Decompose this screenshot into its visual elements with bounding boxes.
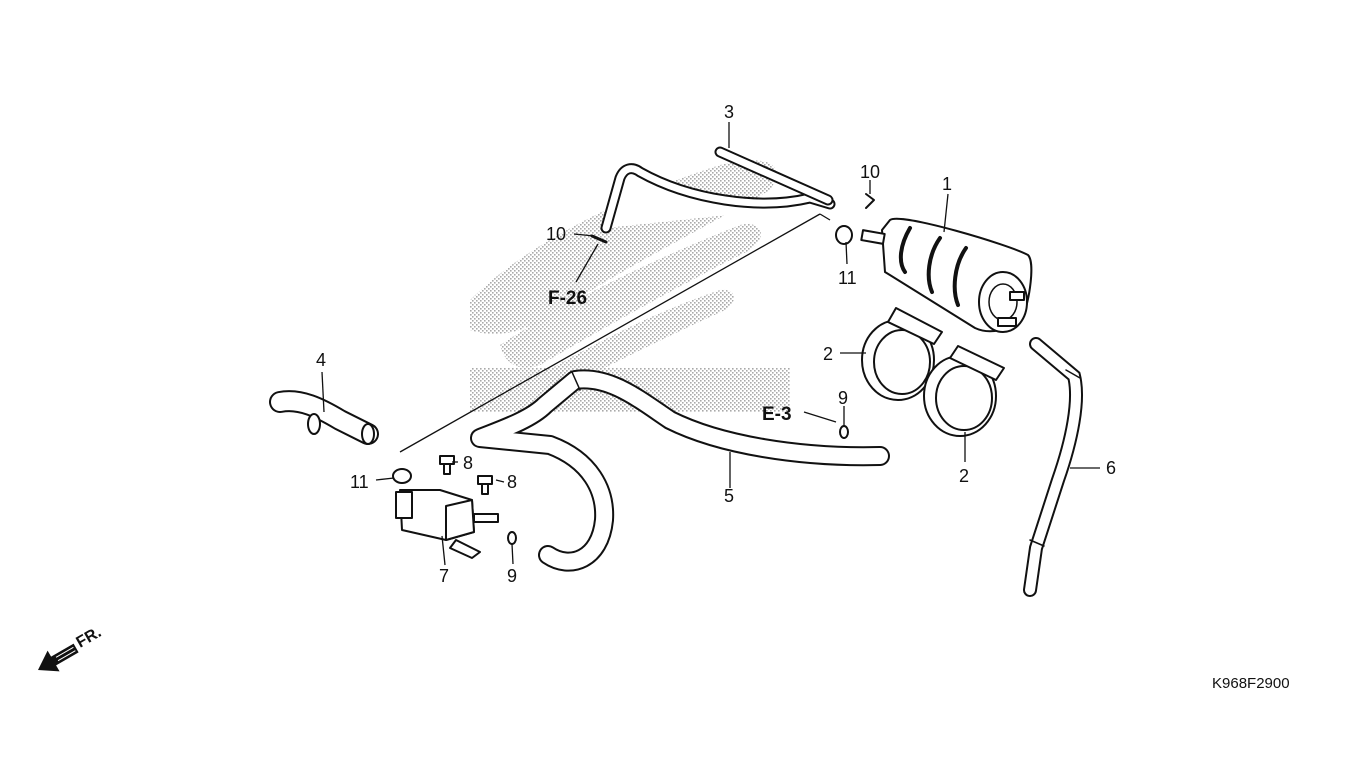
front-label: FR. (74, 624, 105, 652)
leader-7 (441, 535, 446, 566)
clip-11-a (392, 468, 412, 484)
callout-9-b: 9 (838, 388, 848, 408)
screw-8-a (439, 455, 455, 475)
callout-6: 6 (1106, 458, 1116, 478)
callout-11-a: 11 (350, 472, 369, 492)
clip-10-a (590, 234, 608, 244)
leader-10-a (573, 233, 595, 237)
front-arrow-icon (38, 643, 79, 672)
leader-4 (321, 371, 325, 413)
callout-8-a: 8 (463, 453, 473, 473)
callout-2-a: 2 (823, 344, 833, 364)
callout-11-b: 11 (838, 268, 857, 288)
reference-e3: E-3 (762, 404, 792, 425)
callout-4: 4 (316, 350, 326, 370)
leader-11-a (375, 477, 395, 481)
clip-9-b (839, 425, 849, 439)
reference-f26: F-26 (548, 288, 587, 309)
callout-9-a: 9 (507, 566, 517, 586)
callout-5: 5 (724, 486, 734, 506)
callout-2-b: 2 (959, 466, 969, 486)
clip-10-b (865, 193, 875, 209)
solenoid-valve-7 (395, 489, 499, 559)
diagram-code: K968F2900 (1212, 675, 1290, 692)
screw-8-b (477, 475, 493, 495)
callout-3: 3 (724, 102, 734, 122)
callout-7: 7 (439, 566, 449, 586)
leader-1 (943, 193, 949, 233)
leader-f26 (575, 243, 599, 283)
canister-1 (860, 217, 1033, 333)
clip-11-b (835, 225, 853, 245)
hose-5 (470, 369, 890, 572)
hose-3 (600, 146, 836, 234)
callout-10-b: 10 (860, 162, 880, 182)
leader-11-b (845, 241, 848, 265)
band-2-upper (861, 307, 943, 401)
callout-10-a: 10 (546, 224, 566, 244)
hose-6 (1023, 337, 1083, 597)
connection-leader (399, 213, 821, 453)
band-2-lower (923, 345, 1005, 437)
leader-9-a (511, 543, 514, 565)
hose-4 (269, 390, 379, 445)
connection-leader-end (819, 213, 831, 221)
leader-8-b (495, 479, 505, 483)
callout-1: 1 (942, 174, 952, 194)
callout-8-b: 8 (507, 472, 517, 492)
clip-9-a (507, 531, 517, 545)
leader-e3 (803, 411, 837, 423)
